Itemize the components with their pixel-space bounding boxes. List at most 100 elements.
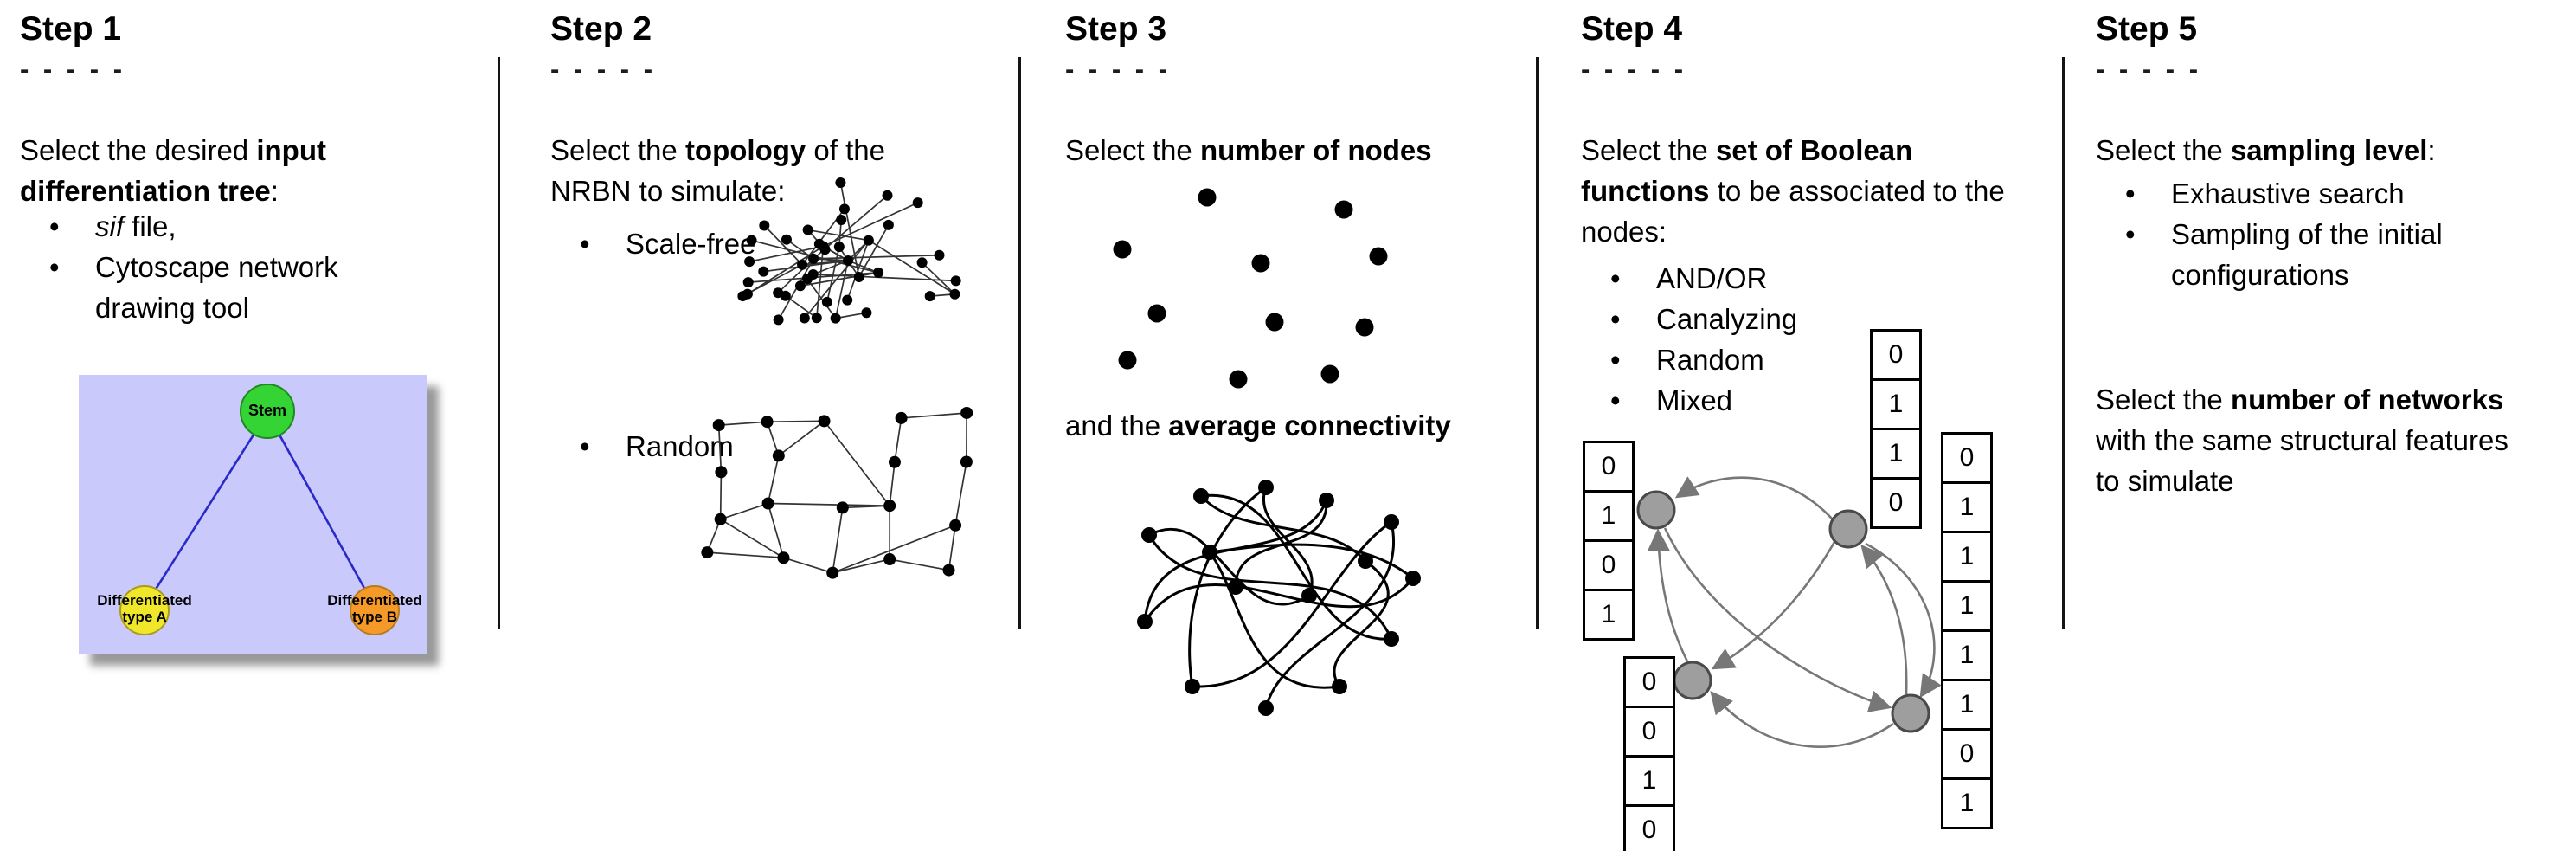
network-node (960, 406, 973, 419)
bullet-icon: • (49, 210, 60, 242)
sif-rest: file, (124, 210, 177, 242)
node-dot (1137, 614, 1153, 629)
step3-intro: Select the number of nodes (1065, 130, 1550, 171)
bullet-text: sif file, (95, 206, 427, 247)
network-node (811, 313, 822, 324)
bullet-icon: • (1610, 344, 1621, 376)
stem-label: Stem (247, 402, 286, 419)
connectivity-tangle-image (1137, 480, 1421, 716)
truth-table-cell: 0 (1870, 329, 1922, 381)
step3-intro-bold: number of nodes (1199, 134, 1432, 166)
truth-table-cell: 0 (1941, 432, 1993, 484)
network-node (843, 255, 853, 266)
network-edge (922, 261, 956, 295)
network-edge (889, 461, 896, 506)
step3-second-bold: average connectivity (1168, 409, 1451, 442)
network-node (819, 244, 831, 255)
network-edge (823, 202, 919, 248)
network-edge (834, 260, 849, 319)
tree-svg (79, 375, 427, 654)
network-edge (868, 239, 955, 295)
network-node (777, 551, 790, 564)
network-node (836, 215, 847, 226)
truth-table-cell: 1 (1623, 755, 1675, 807)
network-edge (720, 519, 784, 558)
network-node (1636, 490, 1676, 530)
step4-column: Step 4 - - - - - Select the set of Boole… (1581, 0, 2052, 851)
bullet-icon: • (1610, 303, 1621, 335)
network-edge (807, 229, 870, 242)
stem-node (240, 384, 295, 439)
truth-table-cell: 1 (1583, 490, 1635, 542)
column-divider (1536, 57, 1539, 629)
node-dot (1118, 351, 1137, 370)
list-item: • Sampling of the initial configurations (2096, 214, 2554, 295)
network-edge (954, 461, 967, 525)
network-node (830, 313, 841, 324)
network-node (761, 416, 774, 429)
node-dot (1185, 679, 1200, 694)
node-dot (1147, 304, 1166, 323)
network-edge (890, 558, 949, 571)
step5-column: Step 5 - - - - - Select the sampling lev… (2096, 0, 2567, 851)
network-edge (717, 425, 723, 473)
list-item: • AND/OR (1581, 258, 1944, 299)
network-edge (777, 258, 814, 293)
step2-column: Step 2 - - - - - Select the topology of … (550, 0, 1022, 851)
bullet-icon: • (49, 251, 60, 283)
network-node (950, 275, 961, 287)
list-item: • Scale-free (550, 223, 896, 264)
tree-edge (266, 412, 376, 608)
list-item: • Mixed (1581, 380, 1944, 421)
network-node (712, 419, 725, 432)
step5-title: Step 5 (2096, 10, 2198, 48)
connectivity-edge (1208, 551, 1341, 689)
network-edge (813, 274, 956, 282)
bullet-icon: • (2125, 177, 2136, 210)
node-dot (1384, 514, 1399, 530)
node-dot (1319, 493, 1334, 508)
connection-arrow (1710, 690, 1894, 748)
truth-table-cell: 0 (1623, 706, 1675, 758)
bullet-text: Random (1656, 344, 1764, 376)
connectivity-edge (1333, 559, 1390, 688)
connection-arrow (1865, 542, 1942, 699)
network-edge (813, 254, 940, 260)
connectivity-edge (1262, 486, 1314, 597)
node-dot (1358, 553, 1373, 569)
step5-second-pre: Select the (2096, 384, 2231, 416)
type-b-label: Differentiated type B (327, 592, 422, 625)
column-divider (2062, 57, 2065, 629)
network-node (912, 197, 923, 209)
network-edge (767, 503, 785, 558)
step5-intro-pre: Select the (2096, 134, 2231, 166)
step3-intro-pre: Select the (1065, 134, 1200, 166)
bullet-text: Scale-free (626, 228, 756, 260)
connectivity-edge (1188, 486, 1268, 688)
network-edge (747, 245, 824, 295)
network-edge (767, 455, 780, 504)
node-dot (1251, 254, 1270, 273)
step1-dashes: - - - - - (20, 54, 126, 84)
network-edge (948, 525, 956, 571)
node-dot (1334, 200, 1353, 219)
bullet-text: Exhaustive search (2171, 177, 2405, 210)
step1-intro: Select the desired input differentiation… (20, 130, 427, 211)
network-node (773, 314, 784, 326)
network-edge (778, 420, 825, 457)
connectivity-edge (1147, 527, 1311, 606)
network-edge (800, 272, 879, 287)
node-dot (1405, 571, 1421, 586)
network-node (781, 234, 792, 245)
network-node (863, 235, 874, 246)
network-node (1828, 509, 1868, 549)
network-edge (826, 246, 840, 303)
network-edge (763, 224, 803, 266)
connectivity-edge (1208, 543, 1415, 580)
network-edge (767, 420, 825, 423)
network-edge (832, 507, 844, 573)
node-dot (1265, 313, 1284, 332)
